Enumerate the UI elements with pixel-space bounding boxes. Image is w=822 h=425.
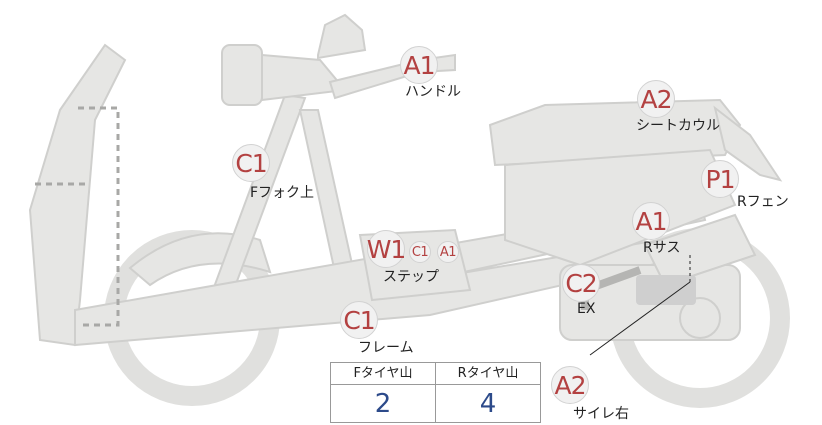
marker-step-label: ステップ xyxy=(383,269,439,285)
rear-tire-header: Rタイヤ山 xyxy=(436,363,540,385)
marker-handle: A1 xyxy=(400,46,438,84)
seat xyxy=(488,98,742,167)
marker-step-extra-2: A1 xyxy=(437,241,459,263)
marker-step: W1 xyxy=(367,230,406,268)
front-cowl xyxy=(28,43,127,347)
marker-exhaust-label: EX xyxy=(577,301,596,317)
marker-frame-label: フレーム xyxy=(358,340,414,356)
rear-tip xyxy=(713,105,783,182)
marker-seat-cowl-label: シートカウル xyxy=(636,118,720,134)
tire-tread-table: Fタイヤ山 2 Rタイヤ山 4 xyxy=(330,362,541,423)
marker-silencer-right-label: サイレ右 xyxy=(573,406,629,422)
cowl-dash-1 xyxy=(78,106,120,327)
marker-exhaust: C2 xyxy=(562,264,600,302)
marker-step-extra-1: C1 xyxy=(409,241,431,263)
marker-rear-fender: P1 xyxy=(701,160,739,198)
marker-frame: C1 xyxy=(340,301,378,339)
leader-line xyxy=(589,281,691,356)
mirror xyxy=(317,13,367,60)
marker-rear-fender-label: Rフェン xyxy=(737,194,789,210)
rear-shock xyxy=(643,213,757,287)
marker-silencer-right: A2 xyxy=(551,366,589,404)
headlight xyxy=(221,44,263,106)
marker-front-fork-label: Fフォク上 xyxy=(250,185,315,201)
front-tire-column: Fタイヤ山 2 xyxy=(331,363,435,422)
rear-tire-column: Rタイヤ山 4 xyxy=(435,363,540,422)
front-tire-value: 2 xyxy=(374,388,392,419)
front-tire-header: Fタイヤ山 xyxy=(331,363,435,385)
marker-rear-suspension: A1 xyxy=(632,202,670,240)
marker-front-fork: C1 xyxy=(232,144,270,182)
marker-handle-label: ハンドル xyxy=(405,84,461,100)
rear-tire-value: 4 xyxy=(479,388,497,419)
swingarm-plate xyxy=(636,275,696,305)
rear-hub xyxy=(679,297,721,339)
marker-seat-cowl: A2 xyxy=(637,80,675,118)
marker-rear-suspension-label: Rサス xyxy=(643,240,681,256)
